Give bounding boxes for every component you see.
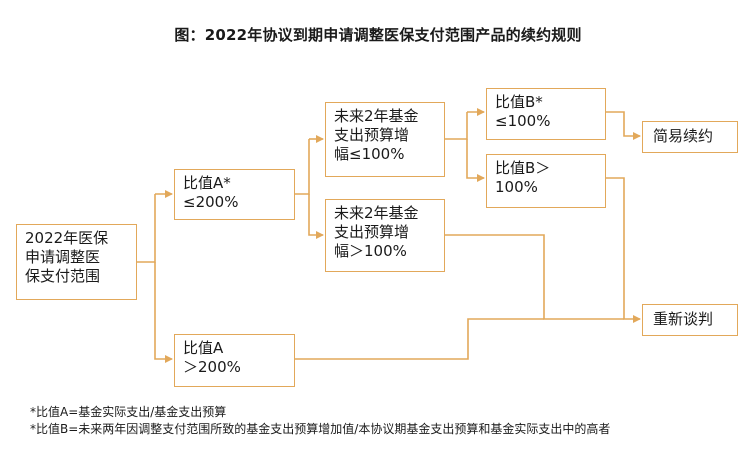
node-ratio-b-le: 比值B* ≤100% xyxy=(486,88,606,140)
diagram-title: 图：2022年协议到期申请调整医保支付范围产品的续约规则 xyxy=(174,26,582,44)
connector-start-trunk xyxy=(137,194,156,263)
footnote-ratio-a: *比值A=基金实际支出/基金支出预算 xyxy=(30,405,227,419)
connector-to-ratio-a-gt xyxy=(154,262,173,363)
node-renegotiate: 重新谈判 xyxy=(642,304,738,336)
connector-ratio-b-gt-to-renegotiate xyxy=(606,177,641,323)
connector-ratio-a-trunk xyxy=(295,139,310,195)
connector-to-ratio-b-gt xyxy=(466,139,485,182)
node-budget-gt: 未来2年基金 支出预算增 幅＞100% xyxy=(325,199,445,272)
connector-to-budget-gt xyxy=(308,194,324,239)
connector-ratio-a-gt-to-renegotiate xyxy=(295,318,544,360)
node-ratio-b-gt: 比值B＞ 100% xyxy=(486,154,606,208)
node-ratio-a-le: 比值A* ≤200% xyxy=(174,169,295,220)
footnotes: *比值A=基金实际支出/基金支出预算 *比值B=未来两年因调整支付范围所致的基金… xyxy=(30,404,610,438)
connector-budget-trunk xyxy=(445,112,468,140)
connector-budget-gt-to-renegotiate xyxy=(445,234,624,320)
node-ratio-a-gt: 比值A ＞200% xyxy=(174,334,295,387)
node-budget-le: 未来2年基金 支出预算增 幅≤100% xyxy=(325,102,445,177)
connector-to-simple-renewal xyxy=(606,111,641,140)
node-simple-renewal: 简易续约 xyxy=(642,121,738,153)
footnote-ratio-b: *比值B=未来两年因调整支付范围所致的基金支出预算增加值/本协议期基金支出预算和… xyxy=(30,422,611,436)
node-start: 2022年医保 申请调整医 保支付范围 xyxy=(16,224,137,300)
